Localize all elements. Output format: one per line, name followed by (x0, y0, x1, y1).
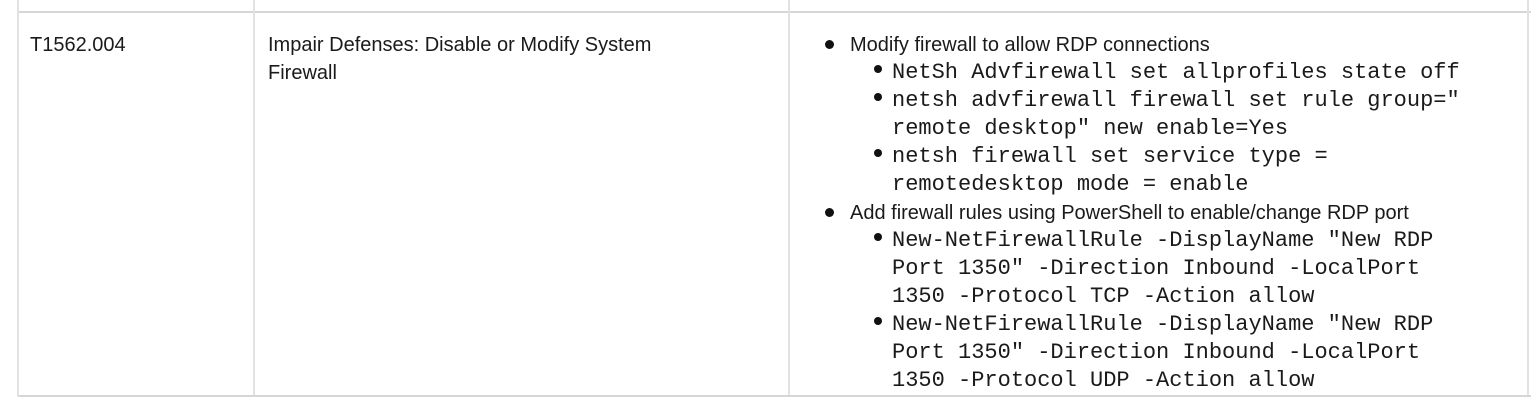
technique-row: T1562.004 Impair Defenses: Disable or Mo… (19, 11, 1531, 397)
technique-name-line: Impair Defenses: Disable or Modify Syste… (268, 34, 652, 56)
procedure-item: Add firewall rules using PowerShell to e… (790, 199, 1527, 227)
command-line: 1350 -Protocol UDP -Action allow (892, 368, 1315, 393)
procedures-cell: Modify firewall to allow RDP connections… (790, 13, 1529, 395)
command-line: Port 1350" -Direction Inbound -LocalPort (892, 340, 1421, 365)
procedure-list: Modify firewall to allow RDP connections… (790, 31, 1527, 395)
command-line: remote desktop" new enable=Yes (892, 116, 1289, 141)
command-line: netsh firewall set service type = (892, 144, 1328, 169)
command-line: Port 1350" -Direction Inbound -LocalPort (892, 256, 1421, 281)
procedure-label: Add firewall rules using PowerShell to e… (850, 202, 1409, 224)
procedure-item: Modify firewall to allow RDP connections (790, 31, 1527, 59)
bullet-icon (825, 208, 834, 217)
technique-id: T1562.004 (30, 34, 126, 56)
command-item: New-NetFirewallRule -DisplayName "New RD… (790, 227, 1527, 311)
bullet-icon (874, 65, 882, 73)
procedure-label: Modify firewall to allow RDP connections (850, 34, 1210, 56)
bullet-icon (874, 233, 882, 241)
bullet-icon (825, 40, 834, 49)
previous-row-cell (790, 0, 1529, 18)
previous-row-partial (19, 0, 1531, 18)
bullet-icon (874, 93, 882, 101)
command-item: NetSh Advfirewall set allprofiles state … (790, 59, 1527, 87)
command-line: 1350 -Protocol TCP -Action allow (892, 284, 1315, 309)
command-line: New-NetFirewallRule -DisplayName "New RD… (892, 312, 1434, 337)
command-line: netsh advfirewall firewall set rule grou… (892, 88, 1460, 113)
technique-name-cell: Impair Defenses: Disable or Modify Syste… (255, 13, 790, 395)
attack-technique-table: T1562.004 Impair Defenses: Disable or Mo… (17, 0, 1531, 397)
command-item: New-NetFirewallRule -DisplayName "New RD… (790, 311, 1527, 395)
previous-row-cell (255, 0, 790, 18)
command-item: netsh advfirewall firewall set rule grou… (790, 87, 1527, 143)
command-line: remotedesktop mode = enable (892, 172, 1249, 197)
command-line: New-NetFirewallRule -DisplayName "New RD… (892, 228, 1434, 253)
command-item: netsh firewall set service type = remote… (790, 143, 1527, 199)
bullet-icon (874, 317, 882, 325)
technique-id-cell: T1562.004 (19, 13, 255, 395)
previous-row-cell (19, 0, 255, 18)
technique-name-line: Firewall (268, 62, 337, 84)
bullet-icon (874, 149, 882, 157)
command-line: NetSh Advfirewall set allprofiles state … (892, 60, 1460, 85)
